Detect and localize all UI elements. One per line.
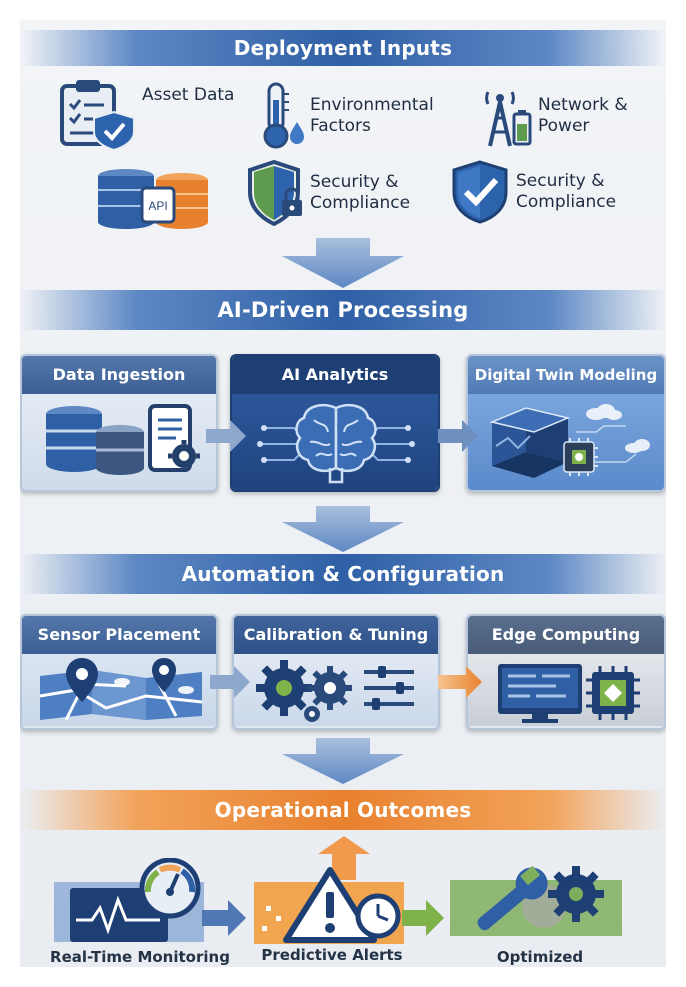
card-edge-computing: Edge Computing xyxy=(466,614,666,730)
card-title: Sensor Placement xyxy=(22,616,216,654)
gears-sliders-icon xyxy=(256,660,414,722)
flow-arrow-right xyxy=(206,420,246,452)
card-digital-twin: Digital Twin Modeling xyxy=(466,354,666,492)
input-label: Environmental Factors xyxy=(310,95,434,136)
flow-arrow-right xyxy=(438,666,482,698)
flow-arrow-right xyxy=(438,420,478,452)
input-environmental-factors: Environmental Factors xyxy=(262,82,434,150)
database-tablet-icon xyxy=(46,404,200,475)
flow-arrow-down xyxy=(282,506,404,552)
wrench-gear-icon xyxy=(450,865,622,936)
input-label: Asset Data xyxy=(142,84,235,105)
input-label: Security & Compliance xyxy=(310,172,411,213)
card-sensor-placement: Sensor Placement xyxy=(20,614,218,730)
input-asset-data: Asset Data xyxy=(58,78,234,150)
card-title: Edge Computing xyxy=(468,616,664,654)
thermometer-icon xyxy=(263,82,304,149)
map-pin-icon xyxy=(39,658,203,721)
flow-arrow-up xyxy=(318,836,370,880)
card-title: AI Analytics xyxy=(232,356,438,394)
cube-chip-icon xyxy=(489,404,650,478)
section-header-automation: Automation & Configuration xyxy=(20,554,666,594)
shield-lock-icon xyxy=(248,160,302,226)
card-title: Data Ingestion xyxy=(22,356,216,394)
input-api: API xyxy=(96,168,212,232)
section-header-outcomes: Operational Outcomes xyxy=(20,790,666,830)
monitor-gauge-icon xyxy=(54,858,246,942)
card-calibration-tuning: Calibration & Tuning xyxy=(232,614,440,730)
section-header-processing: AI-Driven Processing xyxy=(20,290,666,330)
input-label: Security & Compliance xyxy=(516,171,617,212)
monitor-chip-icon xyxy=(498,664,640,723)
card-title: Calibration & Tuning xyxy=(234,616,438,654)
card-data-ingestion: Data Ingestion xyxy=(20,354,218,492)
card-title: Digital Twin Modeling xyxy=(468,356,664,394)
outcome-label-predictive-alerts: Predictive Alerts xyxy=(261,946,403,964)
flow-arrow-right xyxy=(210,666,250,698)
card-ai-analytics: AI Analytics xyxy=(230,354,440,492)
input-security-compliance-lock: Security & Compliance xyxy=(246,160,420,226)
api-label: API xyxy=(148,199,167,213)
database-api-icon: API xyxy=(98,169,208,229)
brain-circuit-icon xyxy=(257,404,415,484)
flow-arrow-down xyxy=(282,238,404,288)
clipboard-shield-icon xyxy=(60,80,135,150)
input-network-power: Network & Power xyxy=(476,84,630,148)
flow-arrow-down xyxy=(282,738,404,784)
tower-battery-icon xyxy=(485,91,532,147)
section-header-inputs: Deployment Inputs xyxy=(20,30,666,66)
outcome-label-optimized-maintenance: Optimized Maintenance xyxy=(486,948,595,967)
outcome-label-real-time-monitoring: Real-Time Monitoring xyxy=(50,948,230,966)
alert-clock-icon xyxy=(254,867,444,944)
shield-check-icon xyxy=(452,160,508,224)
input-security-compliance-check: Security & Compliance xyxy=(450,160,626,224)
infographic: Deployment Inputs Asset Data Environment… xyxy=(20,20,666,967)
input-label: Network & Power xyxy=(538,95,628,136)
